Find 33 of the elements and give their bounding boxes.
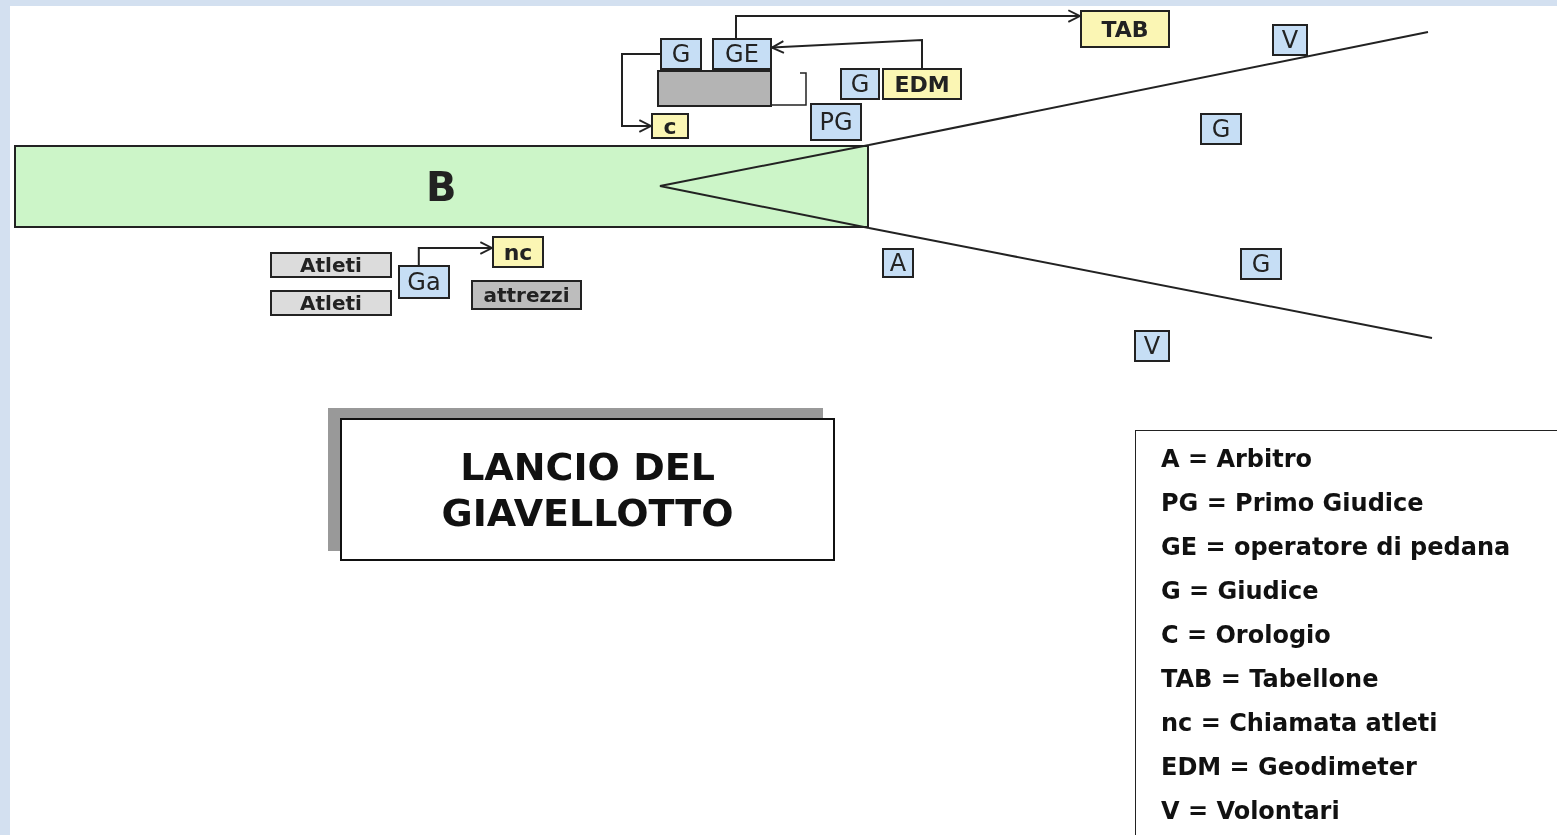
key-entry: A = Arbitro [1161,445,1312,473]
arrow [735,9,1081,39]
key-entry: EDM = Geodimeter [1161,753,1417,781]
official-marker: V [1134,330,1170,362]
key-entry: TAB = Tabellone [1161,665,1379,693]
official-marker: G [660,38,702,70]
athletes-bench: Atleti [270,290,392,316]
equipment-marker: TAB [1080,10,1170,48]
key-entry: C = Orologio [1161,621,1331,649]
equipment-marker: nc [492,236,544,268]
arrow [417,241,493,266]
key-entry: PG = Primo Giudice [1161,489,1424,517]
arrow [771,38,923,69]
equipment-marker: c [651,113,689,139]
equipment-area: attrezzi [471,280,582,310]
official-marker: G [1200,113,1242,145]
diagram-title: LANCIO DEL GIAVELLOTTO [440,443,735,536]
key-entry: G = Giudice [1161,577,1319,605]
athletes-bench: Atleti [270,252,392,278]
runway-area: B [14,145,869,228]
official-marker: V [1272,24,1308,56]
official-marker: PG [810,103,862,141]
equipment-marker: EDM [882,68,962,100]
table-block [657,70,772,107]
key-entry: nc = Chiamata atleti [1161,709,1438,737]
official-marker: G [840,68,880,100]
key-entry: GE = operatore di pedana [1161,533,1511,561]
official-marker: G [1240,248,1282,280]
key-entry: V = Volontari [1161,797,1340,825]
arrow [621,53,661,133]
official-marker: A [882,248,914,278]
official-marker: Ga [398,265,450,299]
official-marker: GE [712,38,772,70]
